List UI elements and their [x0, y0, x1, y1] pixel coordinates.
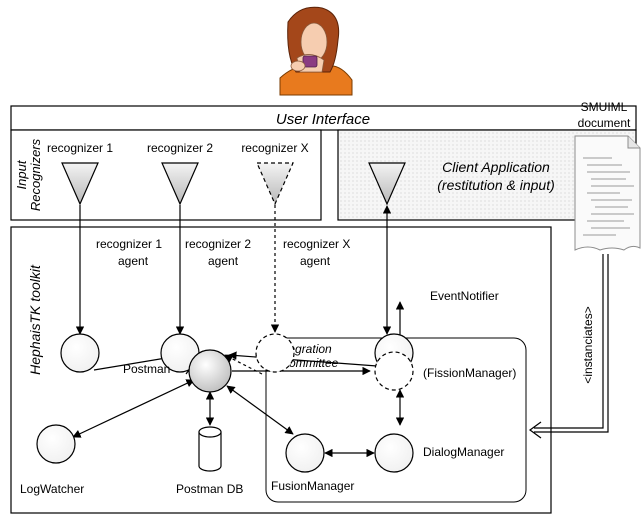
postman-node	[188, 349, 232, 393]
recognizer-2-label: recognizer 2	[147, 141, 213, 155]
postman-db-label: Postman DB	[176, 482, 243, 496]
input-recognizers-label-1: Input	[14, 159, 29, 189]
smuiml-label-1: SMUIML	[581, 100, 628, 114]
dialog-manager-node	[374, 433, 414, 473]
postman-label: Postman	[123, 362, 170, 376]
recognizer-x-agent-label-1: recognizer X	[283, 237, 350, 251]
log-watcher-label: LogWatcher	[20, 482, 84, 496]
dialog-manager-label: DialogManager	[423, 445, 504, 459]
client-application-triangle	[368, 162, 406, 206]
user-illustration	[279, 6, 353, 96]
fission-manager-node	[374, 351, 414, 391]
recognizer-1-label: recognizer 1	[47, 141, 113, 155]
smuiml-document-icon	[574, 135, 641, 251]
log-watcher-node	[36, 424, 76, 464]
client-application-label-2: (restitution & input)	[437, 177, 555, 193]
recognizer-x-triangle	[256, 162, 294, 206]
client-application-label-1: Client Application	[442, 159, 550, 175]
user-interface-title: User Interface	[276, 111, 370, 128]
smuiml-label-2: document	[578, 116, 631, 130]
recognizer-1-agent-node	[60, 333, 100, 373]
postman-db-cylinder	[198, 426, 222, 472]
toolkit-label: HephaisTK toolkit	[27, 264, 43, 375]
recognizer-1-triangle	[61, 162, 99, 206]
recognizer-1-agent-label-1: recognizer 1	[96, 237, 162, 251]
input-recognizers-label-2: Recognizers	[28, 138, 43, 211]
recognizer-2-triangle	[161, 162, 199, 206]
instanciates-connector	[528, 254, 609, 439]
recognizer-1-agent-label-2: agent	[118, 254, 149, 268]
event-notifier-label: EventNotifier	[430, 289, 499, 303]
recognizer-2-agent-label-1: recognizer 2	[185, 237, 251, 251]
fusion-manager-label: FusionManager	[271, 479, 354, 493]
user-interface-bar	[10, 105, 637, 131]
recognizer-x-agent-label-2: agent	[300, 254, 331, 268]
recognizer-x-agent-node	[255, 333, 295, 373]
fission-manager-label: (FissionManager)	[423, 366, 516, 380]
instanciates-label: <instanciates>	[581, 306, 595, 383]
fusion-manager-node	[285, 433, 325, 473]
recognizer-2-agent-label-2: agent	[208, 254, 239, 268]
recognizer-x-label: recognizer X	[241, 141, 308, 155]
